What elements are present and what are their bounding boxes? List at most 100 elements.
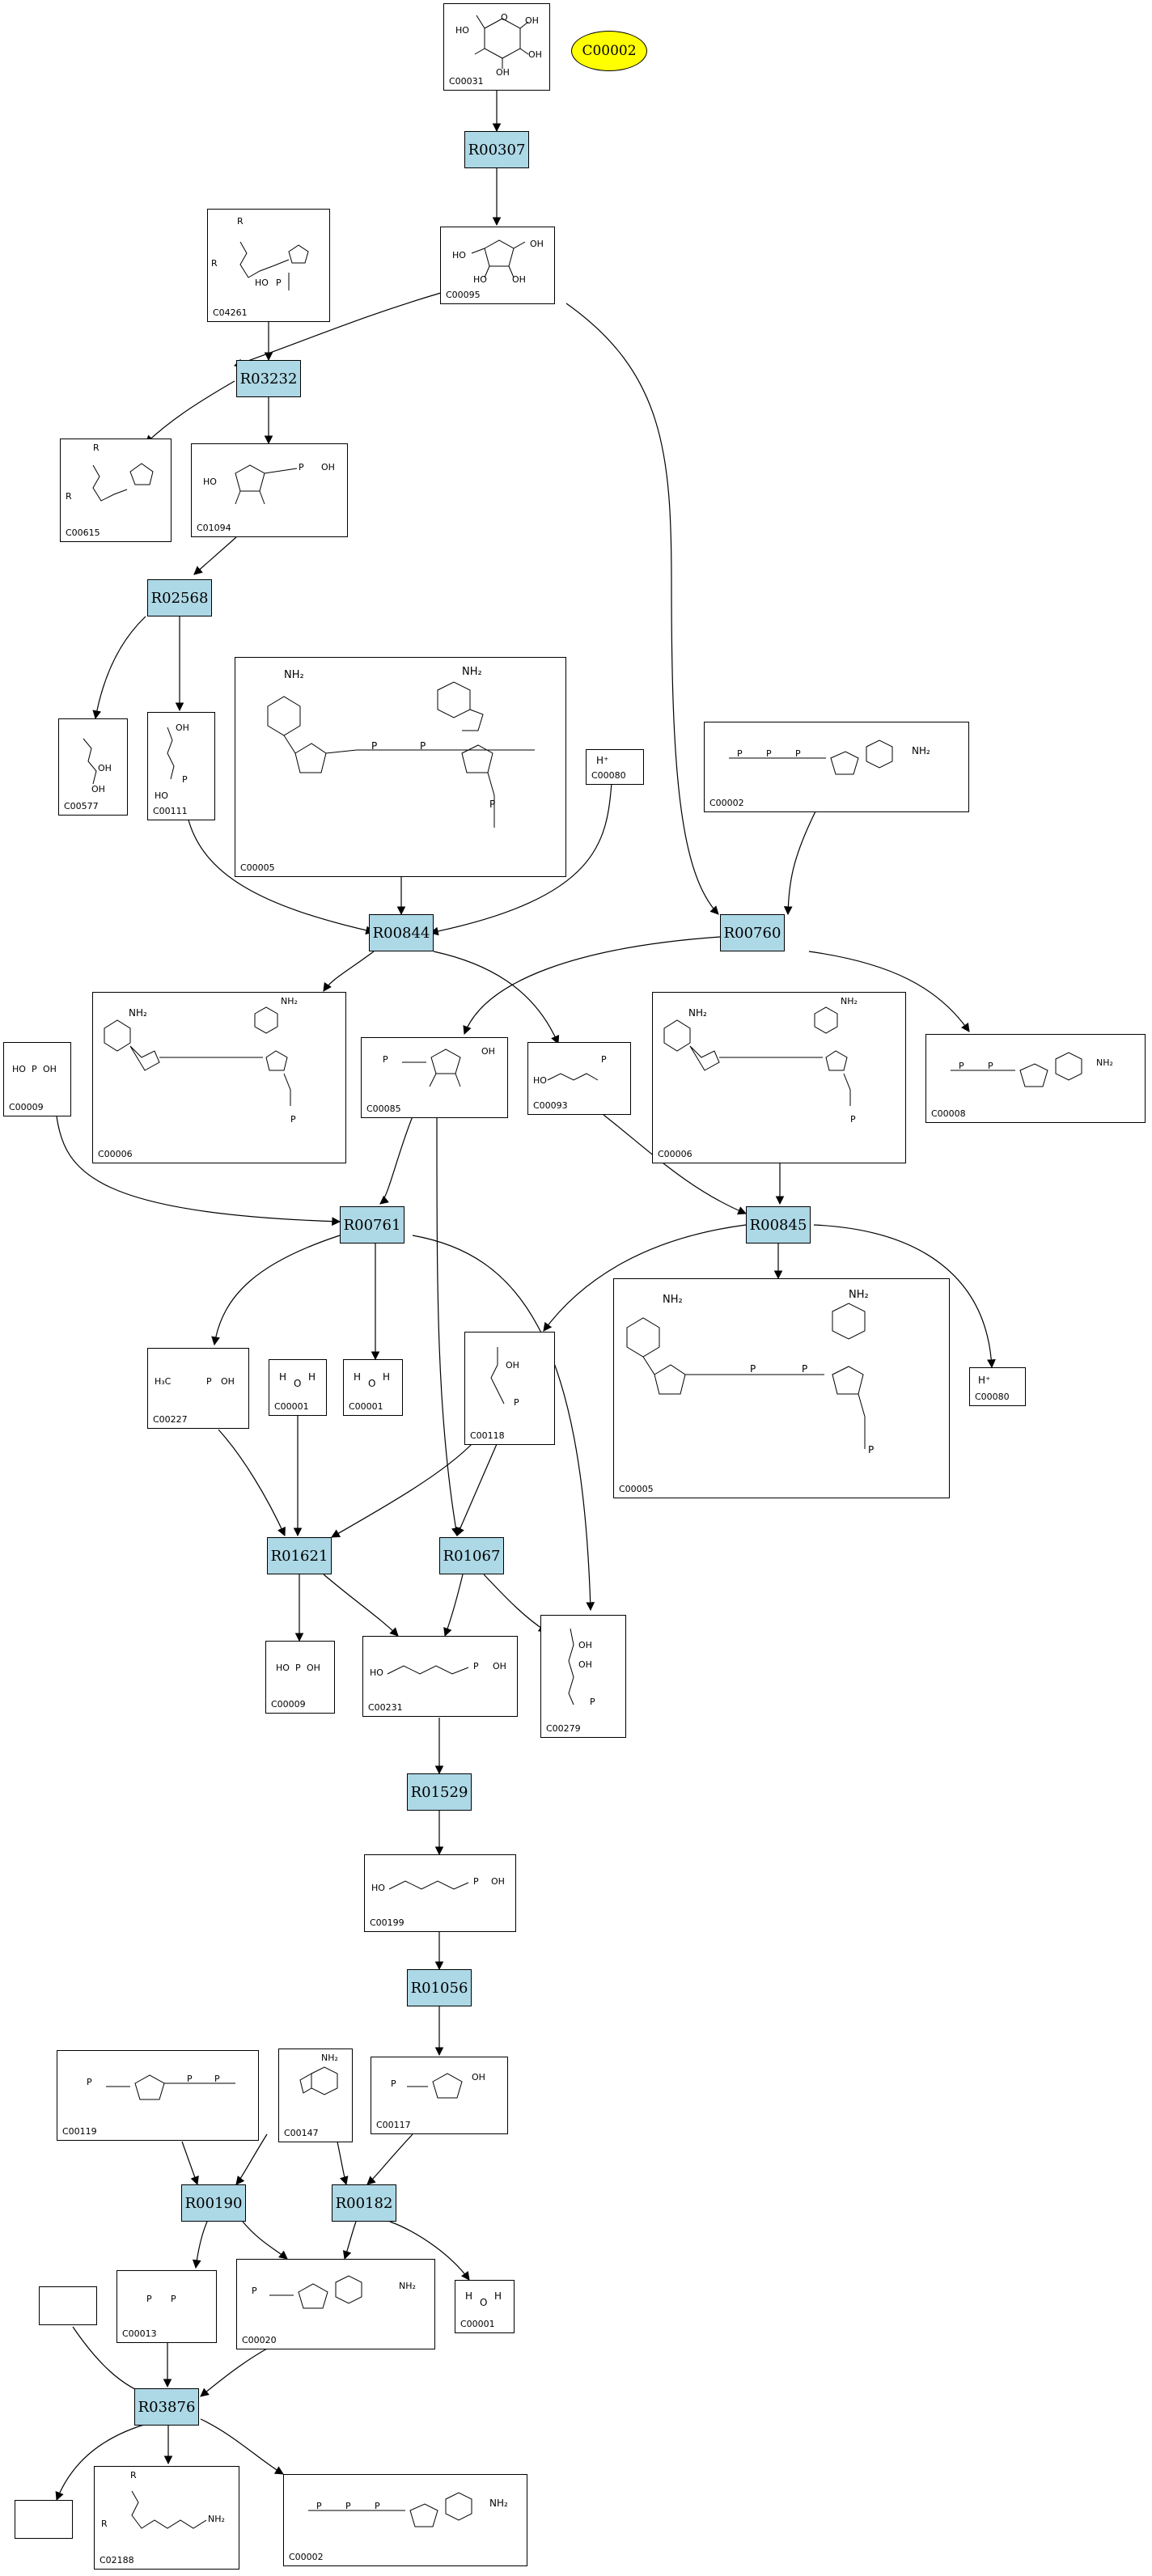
atom-label: HO: [155, 790, 168, 801]
empty-compound-box[interactable]: [15, 2500, 73, 2539]
reaction-r00844[interactable]: R00844: [369, 914, 434, 951]
compound-id: C00095: [446, 290, 481, 300]
compound-c00020[interactable]: P NH₂ C00020: [236, 2259, 435, 2349]
compound-c00080-bottom[interactable]: H⁺ C00080: [969, 1367, 1026, 1406]
empty-compound-box[interactable]: [39, 2286, 97, 2325]
compound-c00080-top[interactable]: H⁺ C00080: [586, 749, 644, 785]
compound-c00009-middle[interactable]: P HO OH C00009: [265, 1641, 335, 1714]
compound-id: C00117: [376, 2120, 411, 2130]
reaction-r00761[interactable]: R00761: [340, 1206, 404, 1244]
compound-c00006-right[interactable]: NH₂ NH₂ P C00006: [652, 992, 906, 1163]
structure-adp: [951, 1052, 1082, 1087]
atom-label: H: [494, 2290, 502, 2302]
compound-c00111[interactable]: OH P HO C00111: [147, 712, 215, 820]
structure-c00231: [387, 1665, 469, 1675]
atom-label: OH: [491, 1876, 505, 1887]
atom-label: P: [32, 1064, 37, 1074]
reaction-r02568[interactable]: R02568: [147, 579, 212, 616]
compound-c00001-b[interactable]: H O H C00001: [343, 1359, 403, 1416]
compound-c00577[interactable]: OH OH C00577: [58, 718, 128, 816]
compound-c00001-c[interactable]: H O H C00001: [455, 2280, 515, 2333]
compound-c00199[interactable]: HO P OH C00199: [364, 1854, 516, 1932]
structure-nadph: [626, 1303, 866, 1449]
edge: [145, 380, 235, 444]
compound-c00231[interactable]: HO P OH C00231: [362, 1636, 518, 1717]
compound-c00013[interactable]: P P C00013: [116, 2270, 217, 2343]
atom-label: P: [182, 774, 188, 785]
compound-c00006-left[interactable]: NH₂ NH₂ P C00006: [92, 992, 346, 1163]
compound-c00002-right[interactable]: P P P NH₂ C00002: [704, 722, 969, 812]
compound-id: C00008: [931, 1108, 966, 1119]
reaction-r00845[interactable]: R00845: [746, 1206, 811, 1244]
atom-label: NH₂: [489, 2498, 508, 2509]
atom-label: P: [146, 2294, 152, 2304]
compound-id: C00085: [366, 1104, 401, 1114]
atom-label: P: [590, 1697, 595, 1707]
atom-label: NH₂: [849, 1289, 869, 1301]
compound-id: C00006: [658, 1149, 692, 1159]
atom-label: P: [750, 1363, 756, 1375]
atom-label: H₃C: [155, 1376, 172, 1387]
compound-c00147[interactable]: NH₂ C00147: [278, 2049, 353, 2142]
atom-label: OH: [530, 239, 544, 249]
compound-c00008[interactable]: P P NH₂ C00008: [925, 1034, 1146, 1123]
reaction-r03876[interactable]: R03876: [134, 2388, 199, 2426]
atom-label: P: [171, 2294, 176, 2304]
compound-id: C00009: [9, 1102, 44, 1112]
atom-label: HO: [473, 274, 487, 285]
reaction-r01067[interactable]: R01067: [439, 1537, 504, 1574]
structure-nadph: [267, 681, 535, 828]
reaction-r00307[interactable]: R00307: [464, 131, 529, 168]
reaction-r01621[interactable]: R01621: [267, 1537, 332, 1574]
edge: [331, 1441, 475, 1538]
reaction-r00190[interactable]: R00190: [181, 2184, 246, 2222]
compound-c00085[interactable]: P OH C00085: [361, 1037, 508, 1118]
compound-c00118[interactable]: OH P C00118: [464, 1332, 555, 1445]
compound-c01094[interactable]: P OH HO C01094: [191, 443, 348, 537]
atom-label: P: [489, 799, 496, 810]
compound-c00031[interactable]: O HO OH OH OH C00031: [443, 3, 550, 91]
compound-c00009-left[interactable]: P HO OH C00009: [3, 1042, 71, 1116]
compound-id: C00002: [709, 798, 744, 808]
compound-c00005-top[interactable]: NH₂ NH₂ P P P C00005: [235, 657, 566, 877]
atom-label: OH: [506, 1360, 519, 1371]
atom-label: OH: [176, 722, 189, 733]
edge: [55, 2421, 153, 2502]
compound-c00227[interactable]: H₃C P OH C00227: [147, 1348, 249, 1429]
reaction-r00760[interactable]: R00760: [720, 914, 785, 951]
compound-c00001-a[interactable]: H O H C00001: [269, 1359, 327, 1416]
atom-label: P: [345, 2501, 351, 2511]
reaction-r01056[interactable]: R01056: [407, 1969, 472, 2006]
compound-c00117[interactable]: P OH C00117: [371, 2057, 508, 2134]
compound-id: C00279: [546, 1723, 581, 1734]
atom-label: P: [514, 1397, 519, 1408]
compound-id: C00001: [274, 1401, 309, 1412]
compound-c00093[interactable]: P HO C00093: [527, 1042, 631, 1115]
compound-c02188[interactable]: R R NH₂ C02188: [94, 2466, 239, 2570]
edge: [366, 2133, 413, 2185]
highlight-compound-c00002[interactable]: C00002: [571, 31, 647, 71]
compound-c00119[interactable]: P P P C00119: [57, 2050, 259, 2141]
structure-amp: [269, 2275, 362, 2309]
structure-c00117: [407, 2073, 463, 2099]
compound-c00002-bottom[interactable]: P P P NH₂ C00002: [283, 2474, 527, 2566]
compound-c00279[interactable]: OH OH P C00279: [540, 1615, 626, 1738]
reaction-r03232[interactable]: R03232: [236, 360, 301, 397]
atom-label: OH: [525, 15, 539, 26]
atom-label: P: [276, 278, 282, 288]
compound-c04261[interactable]: R R P HO C04261: [207, 209, 330, 322]
compound-id: C00002: [289, 2552, 324, 2562]
compound-id: C00615: [66, 527, 100, 538]
compound-c00615[interactable]: R R C00615: [60, 439, 172, 542]
compound-id: C00199: [370, 1917, 404, 1928]
reaction-r00182[interactable]: R00182: [332, 2184, 396, 2222]
atom-label: P: [295, 1663, 301, 1673]
atom-label: P: [420, 740, 426, 752]
atom-label: P: [252, 2286, 257, 2296]
atom-label: NH₂: [462, 666, 482, 678]
atom-label: H⁺: [596, 755, 609, 766]
reaction-r01529[interactable]: R01529: [407, 1773, 472, 1811]
compound-c00095[interactable]: HO OH HO OH C00095: [440, 227, 555, 304]
compound-c00005-bottom[interactable]: NH₂ NH₂ P P P C00005: [613, 1278, 950, 1498]
